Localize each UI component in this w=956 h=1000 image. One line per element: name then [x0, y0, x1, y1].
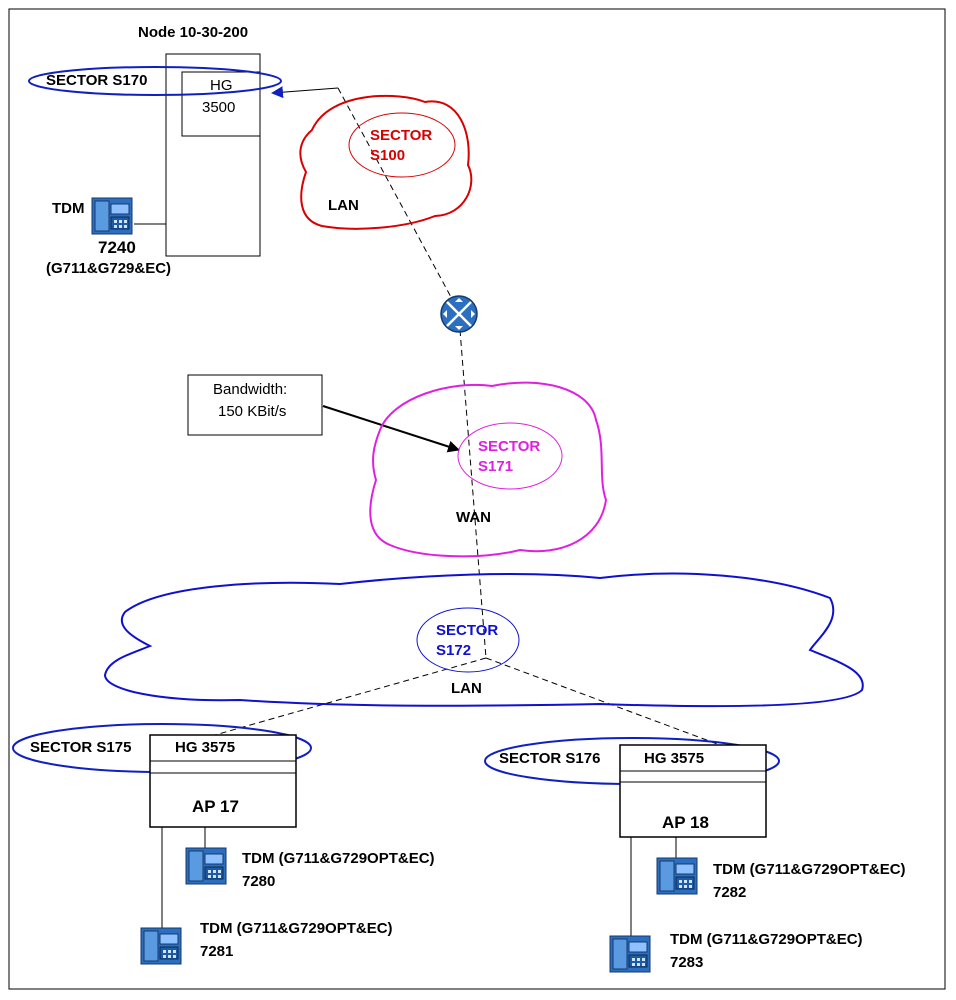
- tdm-7282-number: 7282: [713, 884, 746, 901]
- bandwidth-callout: [187, 374, 323, 436]
- wan-label: WAN: [456, 509, 491, 526]
- sector-s100-line2: S100: [370, 147, 405, 164]
- sector-s170-label: SECTOR S170: [46, 72, 147, 89]
- tdm-7283-number: 7283: [670, 954, 703, 971]
- bandwidth-arrow: [322, 405, 460, 453]
- sector-s176-label: SECTOR S176: [499, 750, 600, 767]
- ap-17-box[interactable]: [149, 734, 297, 828]
- sector-s171-line2: S171: [478, 458, 513, 475]
- hg-3500-label-line2: 3500: [202, 99, 235, 116]
- tdm-7283-label: TDM (G711&G729OPT&EC): [670, 931, 863, 948]
- diagram-frame: [8, 8, 946, 990]
- lan-top-label: LAN: [328, 197, 359, 214]
- sector-s100-line1: SECTOR: [370, 127, 432, 144]
- sector-s170-outline[interactable]: [28, 66, 282, 96]
- ap-17-label: AP 17: [192, 797, 239, 816]
- tdm-phone-icon[interactable]: [185, 847, 227, 885]
- hg-3500-label-line1: HG: [210, 77, 233, 94]
- tdm-7280-label: TDM (G711&G729OPT&EC): [242, 850, 435, 867]
- sector-s175-label: SECTOR S175: [30, 739, 131, 756]
- lan-top-cloud: [299, 94, 473, 230]
- hg-3500-box[interactable]: [181, 71, 261, 137]
- tdm-7280-number: 7280: [242, 873, 275, 890]
- hg-3575-left-label: HG 3575: [175, 739, 235, 756]
- lan-bottom-label: LAN: [451, 680, 482, 697]
- hg-3575-right-label: HG 3575: [644, 750, 704, 767]
- tdm-7240-codecs: (G711&G729&EC): [46, 260, 171, 277]
- tdm-7240-number: 7240: [98, 238, 136, 257]
- sector-s100-outline[interactable]: [348, 112, 456, 178]
- sector-s171-line1: SECTOR: [478, 438, 540, 455]
- wan-cloud: [369, 381, 608, 558]
- tdm-7240-label: TDM: [52, 200, 85, 217]
- tdm-phone-icon[interactable]: [91, 197, 133, 235]
- tdm-phone-icon[interactable]: [140, 927, 182, 965]
- tdm-phone-icon[interactable]: [609, 935, 651, 973]
- bandwidth-line1: Bandwidth:: [213, 381, 287, 398]
- tdm-7281-label: TDM (G711&G729OPT&EC): [200, 920, 393, 937]
- hg-link-arrow: [271, 86, 339, 99]
- sector-s172-line1: SECTOR: [436, 622, 498, 639]
- ap-18-label: AP 18: [662, 813, 709, 832]
- sector-s172-line2: S172: [436, 642, 471, 659]
- tdm-phone-icon[interactable]: [656, 857, 698, 895]
- ap-18-box[interactable]: [619, 744, 767, 838]
- lan-bottom-cloud: [103, 572, 864, 708]
- bandwidth-line2: 150 KBit/s: [218, 403, 286, 420]
- tdm-7282-label: TDM (G711&G729OPT&EC): [713, 861, 906, 878]
- tdm-7281-number: 7281: [200, 943, 233, 960]
- router-icon[interactable]: [440, 295, 478, 333]
- sector-s172-outline[interactable]: [416, 607, 520, 673]
- node-title: Node 10-30-200: [138, 24, 248, 41]
- sector-s171-outline[interactable]: [457, 422, 563, 490]
